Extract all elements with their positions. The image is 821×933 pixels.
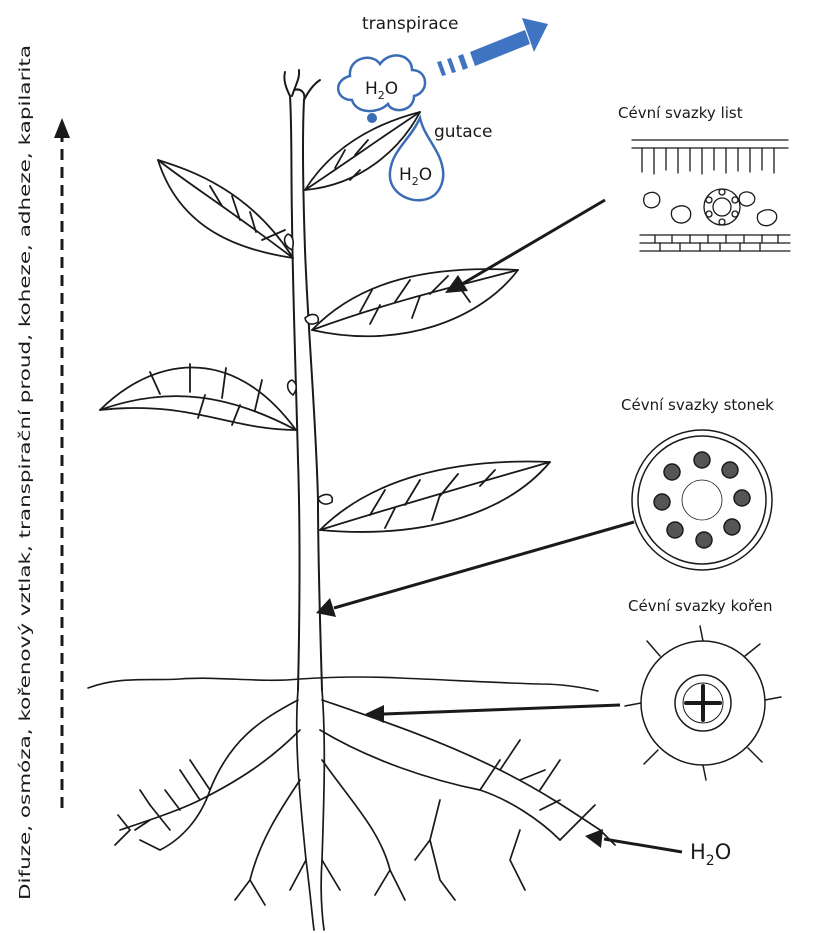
leaf-cross-section (632, 140, 790, 251)
stem-bundles-label: Cévní svazky stonek (621, 396, 774, 414)
plant-stem (284, 70, 322, 690)
plant-roots (115, 690, 615, 930)
soil-surface-line (88, 677, 598, 691)
cloud-h2o-label: H2O (365, 79, 398, 102)
vertical-process-arrow (54, 118, 70, 808)
vertical-caption: Difuze, osmóza, kořenový vztlak, transpi… (16, 45, 34, 900)
transpiration-label: transpirace (362, 14, 458, 34)
vascular-bundles (654, 452, 750, 548)
root-h2o-label: H2O (690, 840, 731, 869)
root-bundles-label: Cévní svazky kořen (628, 597, 772, 615)
leaf-middle-right (312, 269, 518, 336)
leaf-top-left (158, 160, 293, 258)
leaf-middle-left (100, 364, 296, 430)
leaf-bundles-label: Cévní svazky list (618, 104, 743, 122)
leaf-lower-right (320, 462, 550, 532)
leaf-buds (285, 234, 333, 504)
root-cross-section (625, 626, 781, 780)
drop-h2o-label: H2O (399, 165, 432, 188)
stem-cross-section (632, 430, 772, 570)
guttation-label: gutace (434, 122, 492, 142)
